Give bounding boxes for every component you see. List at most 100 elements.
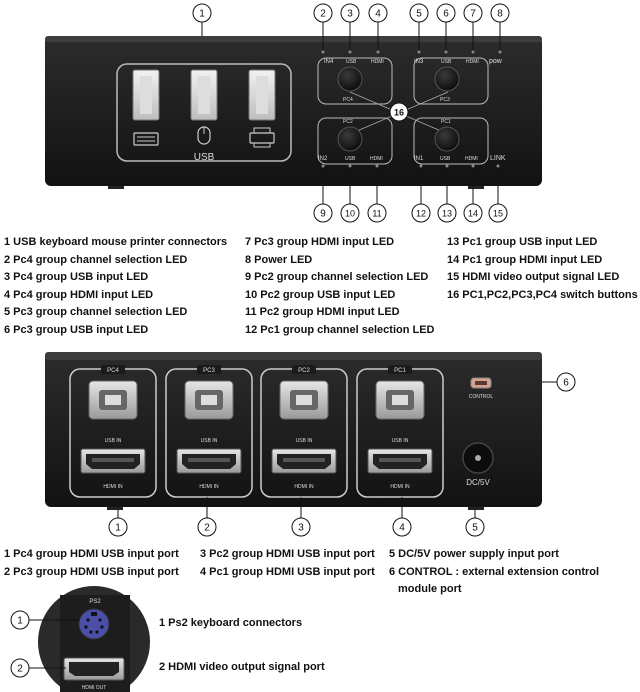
control-port [470,377,492,389]
usb-b-port [184,380,234,420]
group-in3-label: IN3 [414,59,424,65]
usb-a-port [190,69,218,121]
group-in1-usb-label: USB [440,156,451,162]
callout-7: 7 [463,3,483,23]
group-in4-usb-label: USB [346,59,357,65]
group-pc1-label: PC1 [441,119,451,125]
keyboard-icon [133,132,159,146]
led [498,50,502,54]
svg-text:HDMI IN: HDMI IN [294,484,314,490]
legend-item: 9 Pc2 group channel selection LED [245,271,429,284]
led [348,50,352,54]
svg-text:9: 9 [320,209,326,220]
led [471,50,475,54]
svg-text:6: 6 [443,9,449,20]
usb-b-port [279,380,329,420]
callout-5: 5 [409,3,429,23]
svg-text:HDMI IN: HDMI IN [199,484,219,490]
svg-text:HDMI IN: HDMI IN [390,484,410,490]
svg-text:PC2: PC2 [298,368,310,374]
callout-2: 2 [313,3,333,23]
legend-item: 8 Power LED [245,253,313,266]
front-legend-col2: 7 Pc3 group HDMI input LED 8 Power LED 9… [245,234,435,340]
hdmi-out-port [63,657,125,681]
group-in4-hdmi-label: HDMI [371,59,384,65]
printer-icon [249,127,275,148]
group-in3-hdmi-label: HDMI [466,59,479,65]
pc4-switch-button[interactable] [337,66,363,92]
svg-text:15: 15 [493,209,503,219]
svg-text:3: 3 [298,523,304,534]
front-bottom-callouts: 9 10 11 12 13 14 15 [313,168,508,223]
legend-item: 4 Pc4 group HDMI input LED [4,288,154,301]
led [348,164,352,168]
hdmi-in-port [176,448,242,474]
svg-text:2: 2 [17,664,23,675]
ps2-label: PS2 [89,599,101,605]
svg-text:1: 1 [115,523,121,534]
port-group-pc3: PC3 USB IN HDMI IN [165,365,253,498]
callout-3: 3 [340,3,360,23]
legend-item: 2 Pc3 group HDMI USB input port [4,565,179,578]
port-group-pc4: PC4 USB IN HDMI IN [69,365,157,498]
legend-item: 2 Pc4 group channel selection LED [4,253,188,266]
button-group-frame [317,57,393,105]
legend-item: 5 Pc3 group channel selection LED [4,306,188,319]
callout-16-label: 16 [394,108,404,118]
legend-item: 16 PC1,PC2,PC3,PC4 switch buttons [447,288,638,301]
led [471,164,475,168]
callout-11: 11 [367,203,387,223]
usb-group-frame [116,63,292,162]
mouse-icon [197,126,211,145]
front-panel-body [45,36,542,186]
usb-a-port [248,69,276,121]
front-legend-col1: 1 USB keyboard mouse printer connectors … [4,234,227,340]
group-in4-label: IN4 [324,59,334,65]
pc1-switch-button[interactable] [434,126,460,152]
front-panel: USB 16 IN4 USB HDMI PC4 IN3 USB HDMI PC3… [45,22,542,189]
svg-text:USB IN: USB IN [105,438,122,444]
front-top-callouts: 1 2 3 4 5 6 7 8 [192,3,510,50]
callout-4: 4 [392,517,412,537]
legend-item: 14 Pc1 group HDMI input LED [447,253,603,266]
group-pc2-label: PC2 [343,119,353,125]
led [444,50,448,54]
hdmi-in-port [80,448,146,474]
back-legend-col2: 3 Pc2 group HDMI USB input port 4 Pc1 gr… [200,546,375,581]
callout-6: 6 [556,372,576,392]
port-group-pc1: PC1 USB IN HDMI IN [356,365,444,498]
pc3-switch-button[interactable] [434,66,460,92]
pc2-switch-button[interactable] [337,126,363,152]
group-pc3-label: PC3 [440,97,450,103]
group-pc4-label: PC4 [343,97,353,103]
callout-12: 12 [411,203,431,223]
legend-item: 4 Pc1 group HDMI USB input port [200,565,375,578]
svg-text:8: 8 [497,9,503,20]
legend-item: 6 CONTROL : external extension control m… [389,565,600,596]
svg-text:14: 14 [468,209,478,219]
svg-text:5: 5 [472,523,478,534]
group-in1-hdmi-label: HDMI [465,156,478,162]
legend-item: 12 Pc1 group channel selection LED [245,323,435,336]
usb-b-port [88,380,138,420]
dc-label: DC/5V [466,478,490,487]
legend-item: 11 Pc2 group HDMI input LED [245,306,400,319]
usb-group-label: USB [194,152,215,163]
callout-1: 1 [108,517,128,537]
side-panel: PS2 HDMI OUT [38,586,150,692]
callout-13: 13 [437,203,457,223]
svg-text:3: 3 [347,9,353,20]
svg-text:USB IN: USB IN [201,438,218,444]
svg-text:1: 1 [17,616,23,627]
group-in1-label: IN1 [414,156,424,162]
legend-item: 6 Pc3 group USB input LED [4,323,149,336]
svg-text:1: 1 [199,9,205,20]
legend-item: 3 Pc4 group USB input LED [4,271,149,284]
legend-item: 7 Pc3 group HDMI input LED [245,236,395,248]
button-group-frame [413,57,489,105]
group-in3-usb-label: USB [441,59,452,65]
legend-item: 1 Pc4 group HDMI USB input port [4,548,179,560]
svg-text:2: 2 [204,523,210,534]
link-led-label: LINK [490,155,506,162]
usb-b-port [375,380,425,420]
